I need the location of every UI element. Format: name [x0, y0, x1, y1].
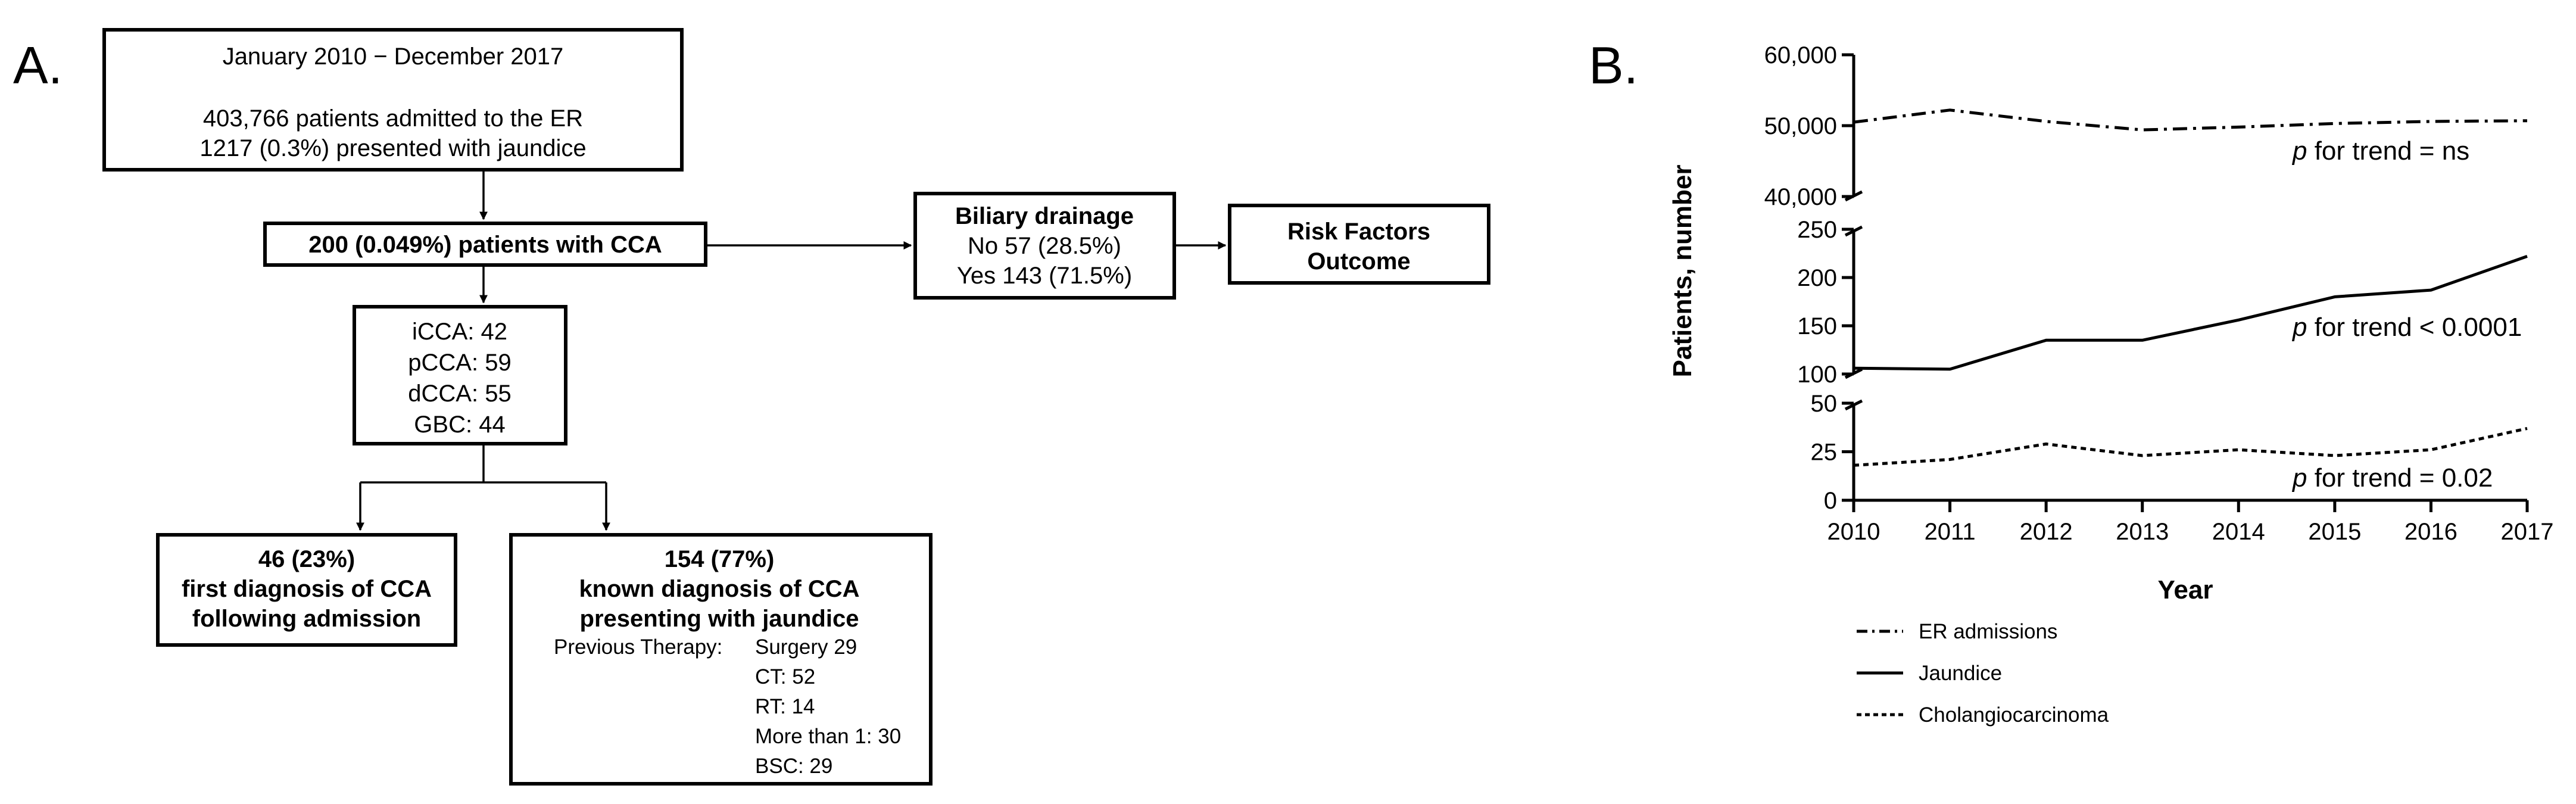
- drainage-title: Biliary drainage: [955, 203, 1134, 229]
- panel-a-label: A.: [13, 36, 63, 95]
- segment-cholangiocarcinoma: 50 25 0 p for trend = 0.02: [1811, 391, 2528, 514]
- subtype-dcca: dCCA: 55: [408, 381, 511, 407]
- cca-box-frame: [263, 222, 707, 267]
- trend-annotation-er-admissions: p for trend = ns: [2291, 136, 2469, 166]
- cca-patients: 200 (0.049%) patients with CCA: [308, 232, 662, 258]
- first-diagnosis-line3: following admission: [192, 606, 421, 632]
- therapy-surgery: Surgery 29: [755, 635, 857, 659]
- y-tick-label-er-admissions: 60,000: [1764, 42, 1837, 68]
- series-line-er-admissions: [1853, 108, 2528, 132]
- known-diagnosis-frame: [509, 533, 933, 786]
- drainage-no: No 57 (28.5%): [968, 233, 1121, 259]
- top-box-frame: [102, 28, 684, 172]
- y-tick-label-jaundice: 250: [1797, 217, 1837, 243]
- trend-annotation-cholangiocarcinoma: p for trend = 0.02: [2291, 463, 2493, 493]
- series-line-cholangiocarcinoma: [1853, 426, 2528, 467]
- legend-label: ER admissions: [1919, 620, 2057, 643]
- legend-label: Cholangiocarcinoma: [1919, 703, 2109, 727]
- y-tick-label-cholangiocarcinoma: 25: [1811, 440, 1838, 466]
- first-diagnosis-count: 46 (23%): [258, 546, 355, 572]
- axis-break-mark: [1844, 399, 1863, 411]
- y-tick-label-jaundice: 200: [1797, 265, 1837, 291]
- known-diagnosis-box: 154 (77%) known diagnosis of CCA present…: [509, 533, 933, 786]
- x-axis-title: Year: [2158, 575, 2213, 604]
- x-tick-label: 2017: [2501, 519, 2554, 545]
- risk-box-frame: [1228, 204, 1490, 285]
- subtype-box-frame: [353, 305, 567, 445]
- er-admissions-count: 403,766 patients admitted to the ER: [203, 105, 583, 132]
- therapy-rt: RT: 14: [755, 695, 815, 718]
- x-axis: 2010 2011 2012 2013 2014 2015 2016 2017: [1827, 498, 2554, 545]
- x-tick-label: 2014: [2212, 519, 2265, 545]
- subtype-pcca: pCCA: 59: [408, 350, 511, 376]
- segment-er-admissions: 60,000 50,000 40,000 p for trend = ns: [1764, 42, 2528, 210]
- x-tick-label: 2011: [1925, 519, 1976, 545]
- trend-annotation-jaundice: p for trend < 0.0001: [2291, 313, 2522, 342]
- segment-jaundice: 250 200 150 100 p for trend < 0.0001: [1797, 217, 2528, 388]
- risk-box: Risk Factors Outcome: [1228, 204, 1490, 285]
- known-diagnosis-line2: known diagnosis of CCA: [579, 576, 859, 602]
- y-tick-label-er-admissions: 40,000: [1764, 184, 1837, 210]
- study-period: January 2010 − December 2017: [223, 43, 564, 70]
- risk-factors: Risk Factors: [1287, 219, 1430, 245]
- axis-break-mark: [1844, 190, 1863, 202]
- therapy-more-than-one: More than 1: 30: [755, 725, 901, 748]
- drainage-box: Biliary drainage No 57 (28.5%) Yes 143 (…: [913, 192, 1176, 300]
- top-box: January 2010 − December 2017 403,766 pat…: [102, 28, 684, 172]
- cca-box: 200 (0.049%) patients with CCA: [263, 222, 707, 267]
- jaundice-count: 1217 (0.3%) presented with jaundice: [199, 135, 586, 161]
- therapy-bsc: BSC: 29: [755, 755, 832, 778]
- first-diagnosis-line2: first diagnosis of CCA: [182, 576, 432, 602]
- series-line-jaundice: [1853, 255, 2528, 371]
- known-diagnosis-line3: presenting with jaundice: [580, 606, 859, 632]
- y-tick-label-jaundice: 150: [1797, 313, 1837, 339]
- split-connector: [356, 444, 610, 531]
- axis-break-mark: [1844, 225, 1863, 237]
- subtype-icca: iCCA: 42: [412, 319, 507, 345]
- previous-therapy-label: Previous Therapy:: [554, 635, 722, 659]
- first-diagnosis-frame: [156, 533, 457, 647]
- known-diagnosis-count: 154 (77%): [665, 546, 775, 572]
- y-axis-title: Patients, number: [1668, 165, 1697, 378]
- first-diagnosis-box: 46 (23%) first diagnosis of CCA followin…: [156, 533, 457, 647]
- panel-a: A. January 2010 − December 2017 403,766 …: [13, 28, 1490, 786]
- drainage-yes: Yes 143 (71.5%): [957, 263, 1132, 289]
- y-tick-label-er-admissions: 50,000: [1764, 113, 1837, 139]
- x-tick-label: 2012: [2020, 519, 2073, 545]
- y-tick-label-cholangiocarcinoma: 50: [1811, 391, 1838, 417]
- y-tick-label-jaundice: 100: [1797, 362, 1837, 388]
- x-tick-label: 2015: [2308, 519, 2361, 545]
- subtype-gbc: GBC: 44: [414, 412, 505, 438]
- subtype-box: iCCA: 42 pCCA: 59 dCCA: 55 GBC: 44: [353, 305, 567, 445]
- axis-break-mark: [1844, 367, 1863, 379]
- x-tick-label: 2016: [2405, 519, 2458, 545]
- legend-label: Jaundice: [1919, 662, 2002, 685]
- y-tick-label-cholangiocarcinoma: 0: [1824, 488, 1837, 514]
- therapy-ct: CT: 52: [755, 665, 815, 688]
- panel-b-label: B.: [1589, 36, 1638, 95]
- x-tick-label: 2010: [1827, 519, 1880, 545]
- panel-b: B. Patients, number 60,000 50,000 40,000 p …: [1589, 36, 2553, 727]
- x-tick-label: 2013: [2116, 519, 2169, 545]
- outcome: Outcome: [1307, 248, 1410, 275]
